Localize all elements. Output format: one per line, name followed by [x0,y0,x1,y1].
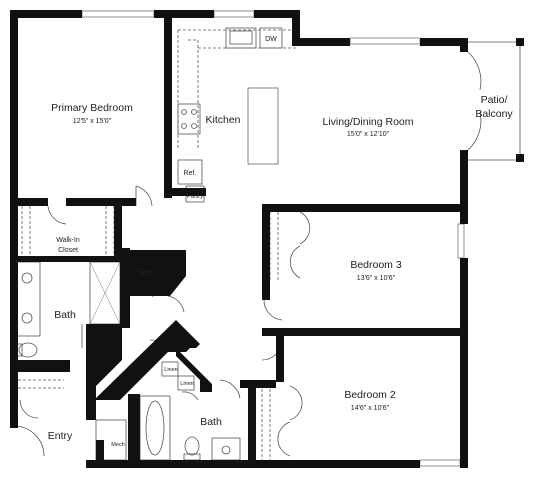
bedroom2-label: Bedroom 2 [344,389,396,401]
pantry-label: Pantry [187,194,203,200]
linen-label-2: Linen [180,381,193,387]
kitchen-label: Kitchen [205,114,240,126]
room-labels: Primary Bedroom 12'5" x 15'0" Kitchen Li… [48,94,514,442]
linen-label-1: Linen [164,367,177,373]
fixture-lines [13,27,521,461]
bath2-label: Bath [200,416,222,428]
primary-bedroom-label: Primary Bedroom [51,102,133,114]
primary-bedroom-dims: 12'5" x 15'0" [73,118,112,125]
mech-label: Mech [111,442,124,448]
patio-label-line2: Balcony [475,108,513,120]
bedroom2-dims: 14'6" x 10'6" [351,405,390,412]
bath1-label: Bath [54,309,76,321]
walk-in-closet-label-line1: Walk-In [56,237,80,244]
living-dining-dims: 15'0" x 12'10" [347,131,390,138]
bedroom3-dims: 13'6" x 10'6" [357,275,396,282]
refrigerator-label: Ref. [184,170,197,177]
living-dining-label: Living/Dining Room [322,116,413,128]
bedroom3-label: Bedroom 3 [350,259,402,271]
walk-in-closet-label-line2: Closet [58,247,78,254]
washer-dryer-label: W/D [139,270,153,277]
entry-label: Entry [48,430,73,442]
walls [10,10,524,468]
fixture-labels: DW Ref. Pantry W/D Linen Linen Mech [111,36,277,448]
patio-label-line1: Patio/ [481,94,508,106]
dishwasher-label: DW [265,36,277,43]
